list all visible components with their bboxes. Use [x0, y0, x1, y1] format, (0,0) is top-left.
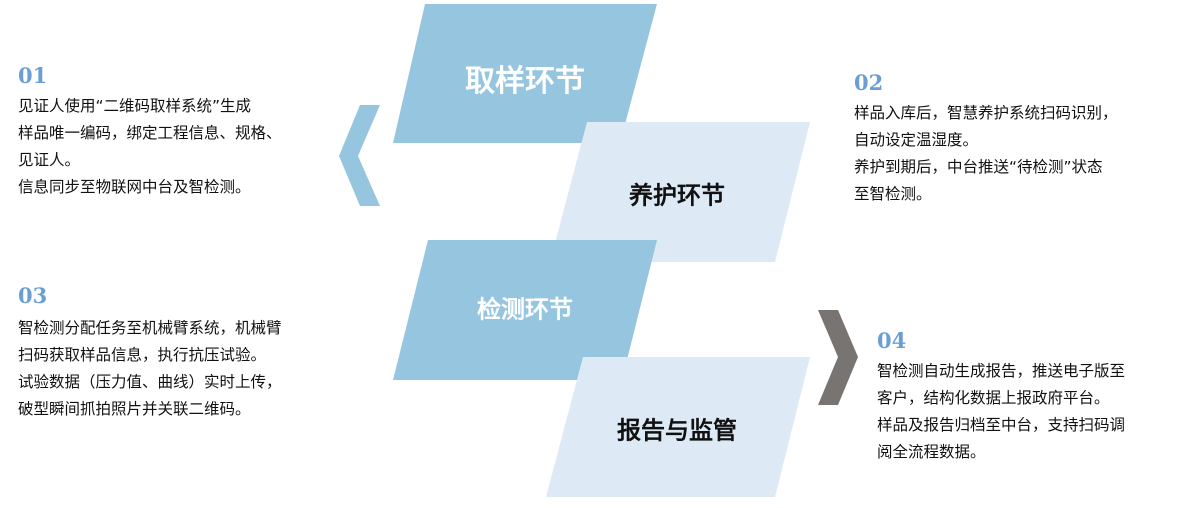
text-line: 客户，结构化数据上报政府平台。	[877, 389, 1110, 407]
chevron-right-icon	[818, 310, 858, 405]
text-line: 自动设定温湿度。	[854, 131, 979, 149]
stage-1-shape	[393, 4, 657, 143]
stage-1-title: 取样环节	[465, 64, 585, 99]
step-3-text: 智检测分配任务至机械臂系统，机械臂 扫码获取样品信息，执行抗压试验。 试验数据（…	[18, 315, 282, 423]
text-line: 至智检测。	[854, 185, 932, 203]
step-2-number: 02	[854, 70, 884, 95]
step-2-text: 样品入库后，智慧养护系统扫码识别， 自动设定温湿度。 养护到期后，中台推送“待检…	[854, 100, 1118, 208]
chevron-left-icon	[339, 105, 380, 206]
text-line: 见证人。	[18, 151, 81, 169]
text-line: 试验数据（压力值、曲线）实时上传，	[18, 373, 282, 391]
stage-3-shape	[393, 240, 657, 380]
step-3-number: 03	[18, 283, 48, 308]
stage-2-title: 养护环节	[629, 181, 725, 210]
text-line: 样品入库后，智慧养护系统扫码识别，	[854, 104, 1118, 122]
text-line: 扫码获取样品信息，执行抗压试验。	[18, 346, 267, 364]
step-1-number: 01	[18, 63, 48, 88]
text-line: 智检测自动生成报告，推送电子版至	[877, 362, 1126, 380]
text-line: 智检测分配任务至机械臂系统，机械臂	[18, 319, 282, 337]
stage-2-shape	[550, 122, 810, 262]
step-4-text: 智检测自动生成报告，推送电子版至 客户，结构化数据上报政府平台。 样品及报告归档…	[877, 358, 1125, 466]
text-line: 样品唯一编码，绑定工程信息、规格、	[18, 124, 282, 142]
text-line: 样品及报告归档至中台，支持扫码调	[877, 416, 1126, 434]
stage-3-title: 检测环节	[477, 295, 573, 324]
step-4-number: 04	[877, 328, 907, 353]
step-1-text: 见证人使用“二维码取样系统”生成 样品唯一编码，绑定工程信息、规格、 见证人。 …	[18, 93, 282, 201]
stage-4-shape	[546, 357, 810, 497]
text-line: 见证人使用“二维码取样系统”生成	[18, 97, 252, 115]
text-line: 破型瞬间抓拍照片并关联二维码。	[18, 400, 251, 418]
text-line: 养护到期后，中台推送“待检测”状态	[854, 158, 1103, 176]
text-line: 阅全流程数据。	[877, 443, 986, 461]
stage-4-title: 报告与监管	[617, 416, 737, 445]
text-line: 信息同步至物联网中台及智检测。	[18, 178, 251, 196]
